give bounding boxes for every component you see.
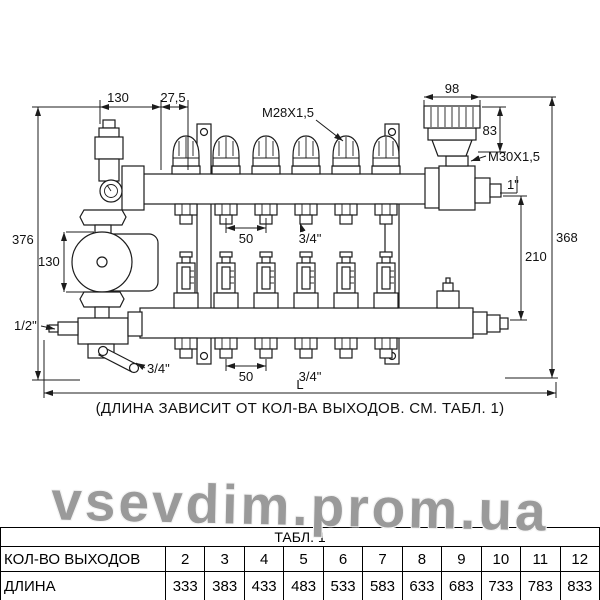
flow-meter xyxy=(333,251,359,309)
outputs-value: 4 xyxy=(243,546,285,572)
dim-376: 376 xyxy=(12,232,34,247)
air-vent-valve xyxy=(94,119,124,182)
drawing-caption: (ДЛИНА ЗАВИСИТ ОТ КОЛ-ВА ВЫХОДОВ. СМ. ТА… xyxy=(96,400,505,417)
thermostatic-head xyxy=(423,105,481,167)
row-outputs-label: КОЛ-ВО ВЫХОДОВ xyxy=(0,546,166,572)
row-length: ДЛИНА 333 383 433 483 533 583 633 683 73… xyxy=(0,571,600,600)
size-label-1in: 1" xyxy=(507,177,519,192)
return-outlet-nut xyxy=(334,337,358,359)
return-outlet-nut xyxy=(294,337,318,359)
dim-130-top: 130 xyxy=(107,90,129,105)
table-title-row: ТАБЛ. 1 xyxy=(0,527,600,547)
thermostatic-valve xyxy=(424,165,502,211)
size-label-half-in: 1/2" xyxy=(14,318,37,333)
length-value: 683 xyxy=(441,571,482,600)
valve-handwheel xyxy=(251,135,281,175)
dimension-annotations: 130 27,5 M28X1,5 98 83 M30X1,5 1" xyxy=(12,81,578,398)
dim-27-5: 27,5 xyxy=(160,90,185,105)
dim-83: 83 xyxy=(483,123,497,138)
length-value: 383 xyxy=(204,571,245,600)
dim-50-bottom: 50 xyxy=(239,369,253,384)
flow-meter xyxy=(173,251,199,309)
outputs-value: 3 xyxy=(204,546,245,572)
valve-handwheel xyxy=(291,135,321,175)
outputs-value: 9 xyxy=(441,546,482,572)
size-table: ТАБЛ. 1 КОЛ-ВО ВЫХОДОВ 2 3 4 5 6 7 8 9 1… xyxy=(0,527,600,600)
length-value: 733 xyxy=(480,571,522,600)
valve-handwheel xyxy=(371,135,401,175)
outputs-value: 7 xyxy=(362,546,403,572)
return-end-fitting xyxy=(472,311,509,335)
row-outputs: КОЛ-ВО ВЫХОДОВ 2 3 4 5 6 7 8 9 10 11 12 xyxy=(0,546,600,572)
supply-outlet-nut xyxy=(294,203,318,225)
end-vent-valve xyxy=(436,277,460,309)
dim-210: 210 xyxy=(525,249,547,264)
valve-handwheel xyxy=(211,135,241,175)
valve-handwheel xyxy=(331,135,361,175)
table-title: ТАБЛ. 1 xyxy=(0,527,600,547)
outputs-value: 10 xyxy=(480,546,522,572)
dim-368: 368 xyxy=(556,230,578,245)
return-outlet-nut xyxy=(174,337,198,359)
valve-handwheel xyxy=(171,135,201,175)
length-value: 333 xyxy=(164,571,206,600)
dim-130-left: 130 xyxy=(38,254,60,269)
row-length-label: ДЛИНА xyxy=(0,571,166,600)
outputs-value: 5 xyxy=(283,546,324,572)
flow-meter xyxy=(253,251,279,309)
supply-manifold-bar xyxy=(142,173,434,205)
length-value: 433 xyxy=(243,571,285,600)
length-value: 833 xyxy=(559,571,600,600)
length-value: 783 xyxy=(520,571,561,600)
return-outlet-nut xyxy=(254,337,278,359)
supply-outlet-nut xyxy=(174,203,198,225)
supply-union-nut xyxy=(121,165,145,211)
length-value: 583 xyxy=(362,571,403,600)
outputs-value: 11 xyxy=(520,546,561,572)
outputs-value: 12 xyxy=(559,546,600,572)
size-label-34-top: 3/4" xyxy=(299,231,322,246)
dim-length-L: L xyxy=(296,377,303,392)
length-value: 533 xyxy=(322,571,364,600)
pressure-gauge xyxy=(99,179,123,203)
thread-label-m30: M30X1,5 xyxy=(488,149,540,164)
drain-valve xyxy=(87,343,140,374)
length-value: 633 xyxy=(401,571,443,600)
return-outlet-nut xyxy=(214,337,238,359)
dim-98: 98 xyxy=(445,81,459,96)
outputs-value: 6 xyxy=(322,546,364,572)
size-table-wrap: ТАБЛ. 1 КОЛ-ВО ВЫХОДОВ 2 3 4 5 6 7 8 9 1… xyxy=(0,527,600,600)
size-label-34-bottom: 3/4" xyxy=(299,369,322,384)
return-manifold-bar xyxy=(139,307,474,339)
flow-meter xyxy=(293,251,319,309)
thread-label-m28: M28X1,5 xyxy=(262,105,314,120)
supply-outlet-nut xyxy=(334,203,358,225)
circulation-pump xyxy=(71,209,159,319)
size-label-34-drain: 3/4" xyxy=(147,361,170,376)
dim-50-top: 50 xyxy=(239,231,253,246)
flow-meter xyxy=(213,251,239,309)
outputs-value: 2 xyxy=(164,546,206,572)
outputs-value: 8 xyxy=(401,546,443,572)
length-value: 483 xyxy=(283,571,324,600)
manifold-technical-drawing: 130 27,5 M28X1,5 98 83 M30X1,5 1" xyxy=(12,81,578,417)
